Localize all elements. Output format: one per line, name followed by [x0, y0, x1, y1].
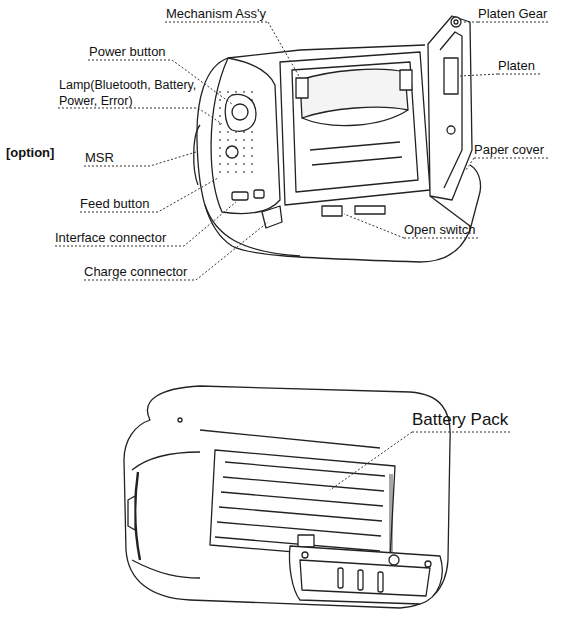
printer-bottom-view — [124, 386, 450, 608]
part-label: Paper cover — [474, 142, 544, 157]
part-label: Battery Pack — [412, 410, 508, 430]
part-label: Lamp(Bluetooth, Battery, Power, Error) — [59, 78, 201, 109]
part-label: MSR — [85, 150, 114, 165]
part-label: Feed button — [80, 196, 149, 211]
part-label: Power button — [89, 44, 166, 59]
part-label: Mechanism Ass'y — [166, 6, 266, 21]
part-label: Interface connector — [55, 230, 166, 245]
leader-lines — [55, 22, 548, 490]
printer-top-view — [194, 16, 481, 262]
option-note: [option] — [6, 145, 54, 160]
part-label: Charge connector — [84, 264, 187, 279]
part-label: Platen Gear — [478, 6, 547, 21]
part-label: Platen — [498, 58, 535, 73]
part-label: Open switch — [404, 222, 476, 237]
